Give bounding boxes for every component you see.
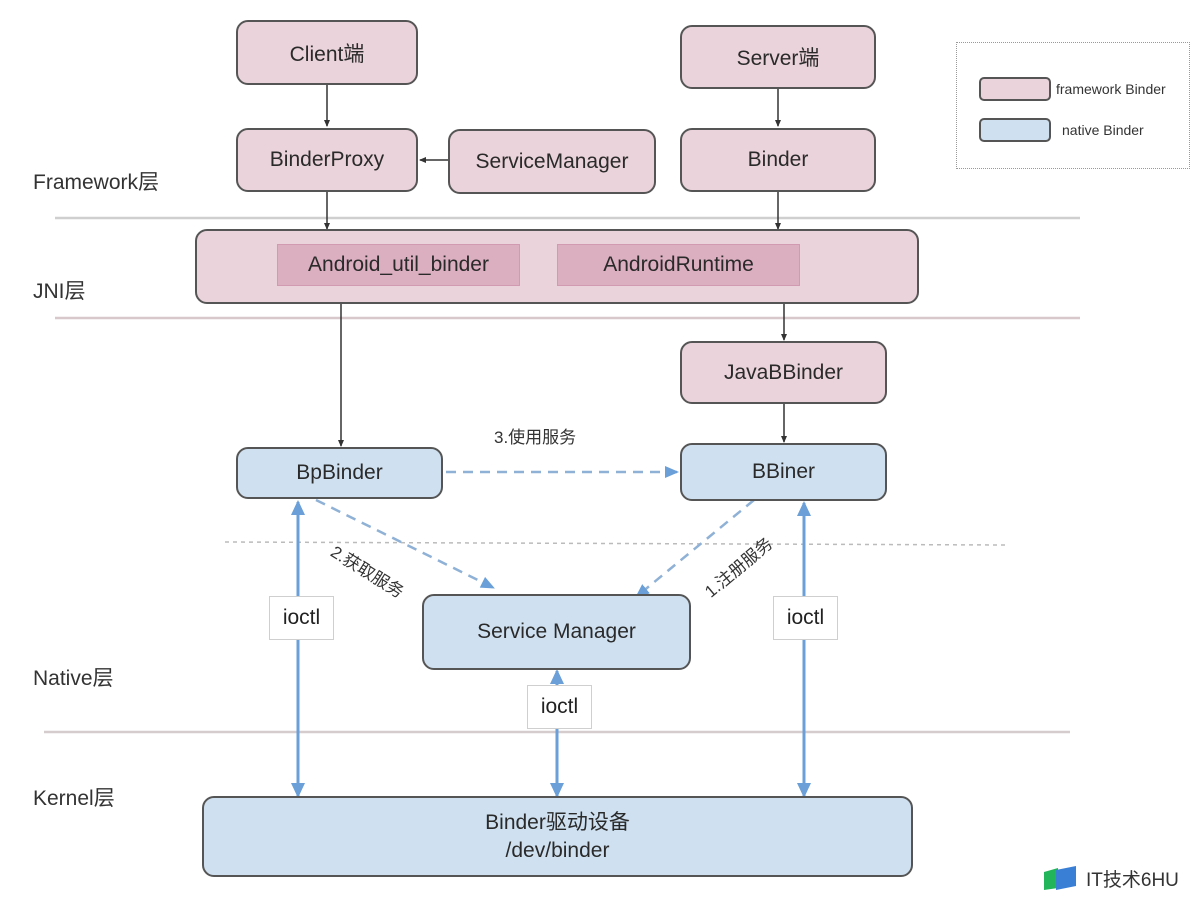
legend-label-framework: framework Binder: [1056, 81, 1166, 97]
node-server: Server端: [680, 25, 876, 89]
legend-swatch-native: [979, 118, 1051, 142]
ioctl-label-bbiner: ioctl: [773, 596, 838, 640]
node-service-manager-framework: ServiceManager: [448, 129, 656, 194]
ioctl-text: ioctl: [282, 606, 321, 629]
node-android-util-binder: Android_util_binder: [277, 244, 520, 286]
node-android-runtime: AndroidRuntime: [557, 244, 800, 286]
ioctl-label-bpbinder: ioctl: [269, 596, 334, 640]
watermark: IT技术6HU: [1040, 864, 1179, 892]
ioctl-label-servicemanager: ioctl: [527, 685, 592, 729]
step-label-use-service: 3.使用服务: [494, 428, 577, 447]
node-binder-proxy: BinderProxy: [236, 128, 418, 192]
node-service-manager: Service Manager: [422, 594, 691, 670]
edge-register-service: [635, 499, 755, 598]
separator-native-dotted: [224, 541, 1006, 546]
node-binder-driver-title: Binder驱动设备: [485, 810, 630, 834]
node-android-util-binder-label: Android_util_binder: [308, 253, 489, 276]
legend-swatch-framework: [979, 77, 1051, 101]
node-server-label: Server端: [736, 47, 820, 70]
node-bp-binder-label: BpBinder: [296, 461, 383, 484]
node-bbiner-label: BBiner: [751, 460, 816, 483]
node-binder-label: Binder: [747, 148, 809, 171]
node-service-manager-label: Service Manager: [477, 620, 636, 643]
node-java-bbinder-label: JavaBBinder: [723, 360, 844, 384]
node-bbiner: BBiner: [680, 443, 887, 501]
node-binder-driver: Binder驱动设备 /dev/binder: [202, 796, 913, 877]
node-client: Client端: [236, 20, 418, 85]
ioctl-text: ioctl: [786, 606, 825, 629]
node-bp-binder: BpBinder: [236, 447, 443, 499]
ioctl-text: ioctl: [540, 695, 579, 718]
layer-label-framework: Framework层: [33, 171, 160, 194]
node-android-runtime-label: AndroidRuntime: [603, 253, 754, 276]
legend-label-native: native Binder: [1062, 122, 1144, 138]
layer-label-native: Native层: [33, 667, 114, 690]
node-java-bbinder: JavaBBinder: [680, 341, 887, 404]
legend: framework Binder native Binder: [956, 42, 1190, 169]
node-binder-proxy-label: BinderProxy: [269, 148, 385, 171]
node-client-label: Client端: [289, 42, 365, 66]
layer-label-jni: JNI层: [33, 280, 86, 303]
watermark-logo-icon: [1044, 866, 1076, 890]
node-binder-driver-path: /dev/binder: [505, 838, 610, 862]
layer-label-kernel: Kernel层: [33, 787, 115, 810]
node-service-manager-framework-label: ServiceManager: [475, 149, 629, 173]
watermark-text: IT技术6HU: [1086, 869, 1179, 891]
node-binder: Binder: [680, 128, 876, 192]
